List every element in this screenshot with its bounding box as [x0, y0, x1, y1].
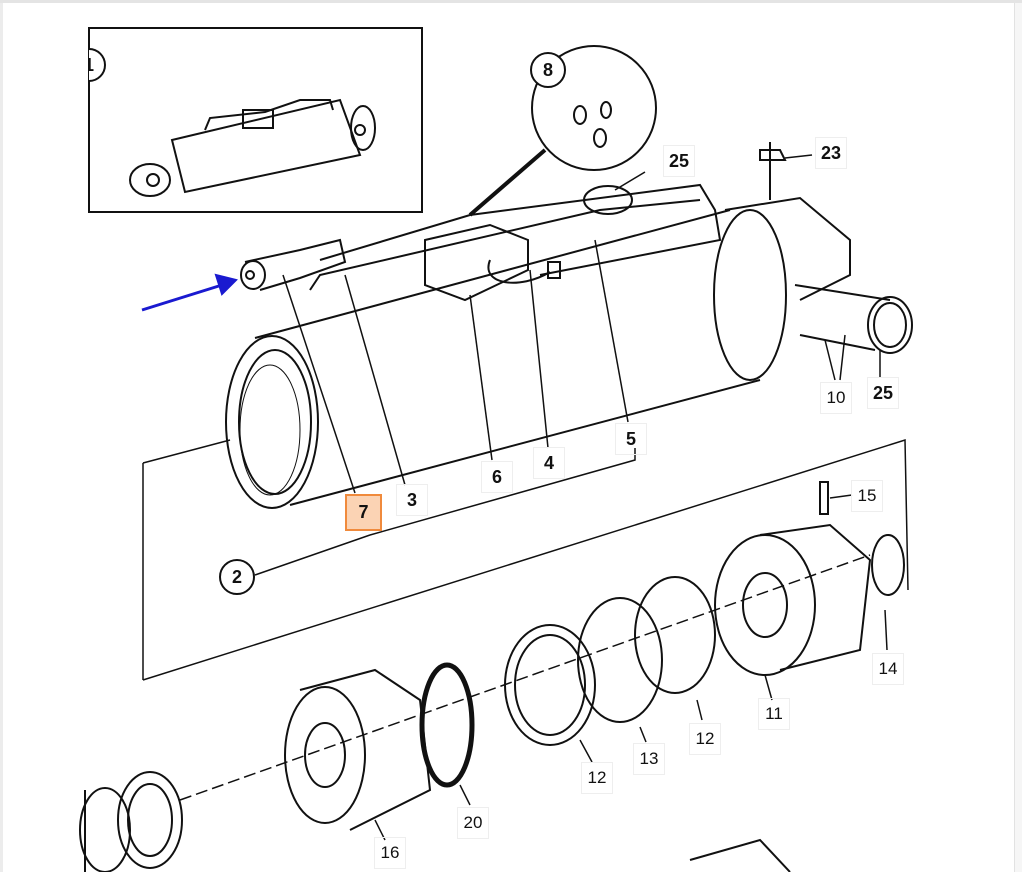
window-top-border — [0, 0, 1022, 3]
assembly-ref-circle-2[interactable]: 2 — [219, 559, 255, 595]
callout-25-top[interactable]: 25 — [663, 145, 695, 177]
callout-16[interactable]: 16 — [374, 837, 406, 869]
callout-6[interactable]: 6 — [481, 461, 513, 493]
callout-20[interactable]: 20 — [457, 807, 489, 839]
callout-5[interactable]: 5 — [615, 423, 647, 455]
callout-12-left[interactable]: 12 — [581, 762, 613, 794]
callout-23[interactable]: 23 — [815, 137, 847, 169]
callout-14[interactable]: 14 — [872, 653, 904, 685]
leader-lines — [142, 154, 909, 841]
detail-ref-circle-8[interactable]: 8 — [530, 52, 566, 88]
callout-3[interactable]: 3 — [396, 484, 428, 516]
inset-frame — [88, 27, 423, 213]
main-cylinder-drawing — [225, 142, 913, 509]
callout-25-right[interactable]: 25 — [867, 377, 899, 409]
callout-7-highlighted[interactable]: 7 — [345, 494, 382, 531]
callout-12-right[interactable]: 12 — [689, 723, 721, 755]
callout-15[interactable]: 15 — [851, 480, 883, 512]
exploded-parts-drawing — [79, 481, 905, 872]
callout-4[interactable]: 4 — [533, 447, 565, 479]
callout-13[interactable]: 13 — [633, 743, 665, 775]
scrollbar[interactable] — [1014, 3, 1022, 872]
window-left-border — [0, 3, 3, 872]
inset-cylinder-drawing — [129, 98, 376, 197]
detail-circle-seals — [531, 45, 657, 171]
callout-10[interactable]: 10 — [820, 382, 852, 414]
pointer-arrow — [141, 273, 238, 312]
callout-11[interactable]: 11 — [758, 698, 790, 730]
